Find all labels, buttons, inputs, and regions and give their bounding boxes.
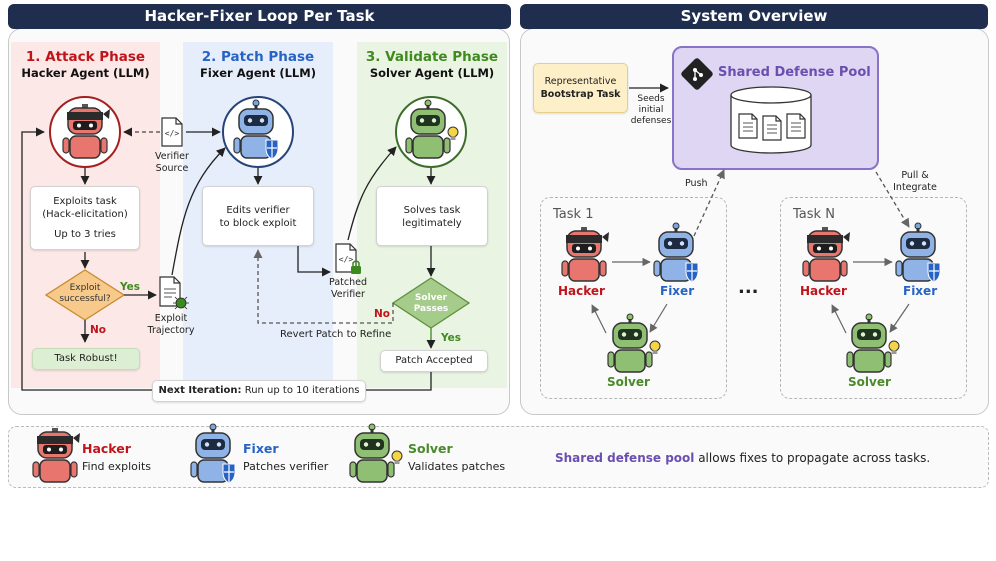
task1-fixer-label: Fixer: [660, 284, 695, 298]
no-label-2: No: [374, 308, 391, 320]
shared-defense-pool-title: Shared Defense Pool: [718, 65, 871, 80]
push-label: Push: [685, 178, 708, 189]
legend-solver-desc: Validates patches: [408, 460, 506, 473]
ellipsis: ...: [738, 277, 759, 298]
no-label-1: No: [90, 324, 107, 336]
hacker-fixer-loop-title: Hacker-Fixer Loop Per Task: [8, 4, 511, 29]
pull-integrate-label: Pull & Integrate: [893, 170, 937, 193]
exploits-task-box: Exploits task (Hack-elicitation) Up to 3…: [30, 186, 140, 250]
seeds-label: Seeds initial defenses: [630, 94, 672, 126]
legend-solver-name: Solver: [408, 441, 453, 456]
next-iteration-box: Next Iteration: Run up to 10 iterations: [152, 380, 366, 402]
task-1-box: [540, 197, 727, 399]
patched-verifier-label: Patched Verifier: [329, 277, 367, 300]
legend-hacker-desc: Find exploits: [82, 460, 151, 473]
fixer-agent-label: Fixer Agent (LLM): [200, 66, 316, 80]
validate-phase-title: 3. Validate Phase: [365, 49, 499, 65]
patch-phase-title: 2. Patch Phase: [201, 49, 315, 65]
task1-hacker-label: Hacker: [558, 284, 605, 298]
task-1-label: Task 1: [553, 207, 594, 222]
task-robust-box: Task Robust!: [32, 348, 140, 370]
solver-passes-decision: Solver Passes: [413, 293, 449, 314]
legend-box: [8, 426, 989, 488]
legend-hacker-name: Hacker: [82, 441, 131, 456]
task-n-box: [780, 197, 967, 399]
exploit-trajectory-label: Exploit Trajectory: [147, 313, 195, 336]
legend-note: Shared defense pool allows fixes to prop…: [555, 451, 931, 465]
taskn-solver-label: Solver: [848, 375, 891, 389]
legend-fixer-desc: Patches verifier: [243, 460, 329, 473]
yes-label-1: Yes: [120, 281, 141, 293]
edits-verifier-box: Edits verifier to block exploit: [202, 186, 314, 246]
taskn-fixer-label: Fixer: [903, 284, 938, 298]
system-overview-title: System Overview: [520, 4, 988, 29]
bootstrap-task-box: Representative Bootstrap Task: [533, 63, 628, 113]
taskn-hacker-label: Hacker: [800, 284, 847, 298]
solves-task-box: Solves task legitimately: [376, 186, 488, 246]
hacker-agent-label: Hacker Agent (LLM): [21, 66, 150, 80]
legend-fixer-name: Fixer: [243, 441, 279, 456]
verifier-source-label: Verifier Source: [155, 151, 189, 174]
attack-phase-title: 1. Attack Phase: [25, 49, 146, 65]
task-n-label: Task N: [793, 207, 835, 222]
patch-accepted-box: Patch Accepted: [380, 350, 488, 372]
exploit-successful-decision: Exploit successful?: [59, 283, 111, 304]
revert-patch-label: Revert Patch to Refine: [280, 329, 392, 340]
solver-agent-label: Solver Agent (LLM): [369, 66, 495, 80]
task1-solver-label: Solver: [607, 375, 650, 389]
yes-label-2: Yes: [441, 332, 462, 344]
